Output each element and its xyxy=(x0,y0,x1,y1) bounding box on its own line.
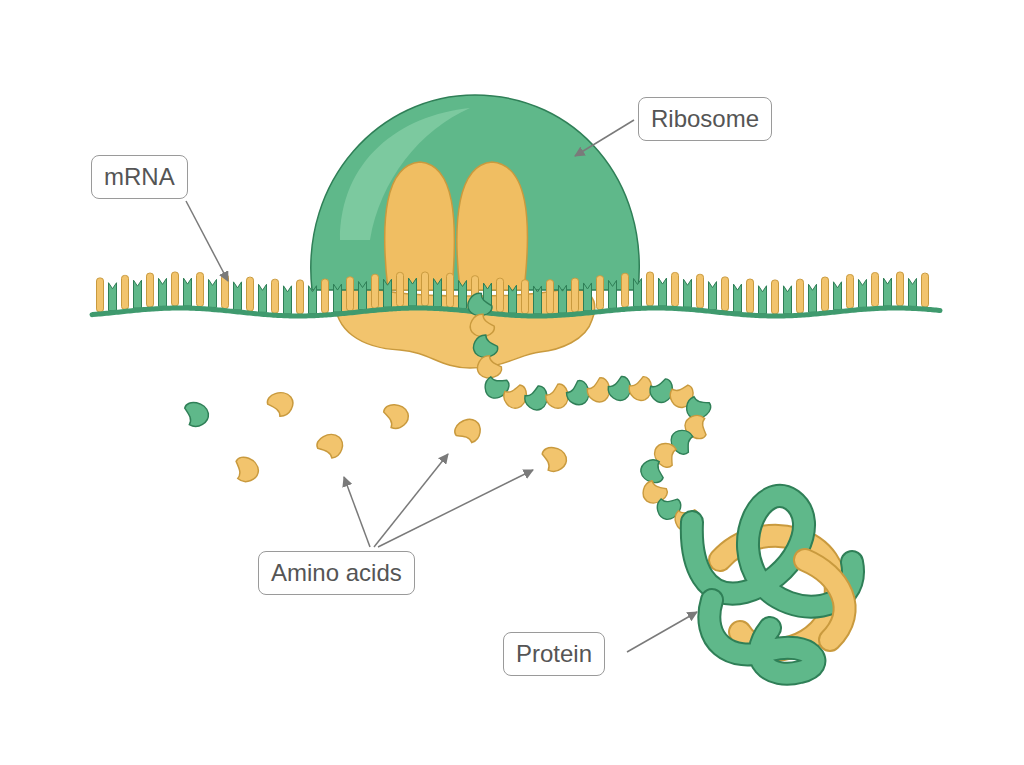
amino-acid-bead xyxy=(608,376,631,401)
label-text: Ribosome xyxy=(651,105,759,133)
mrna-base xyxy=(709,282,717,310)
mrna-base xyxy=(684,279,692,307)
mrna-base xyxy=(647,272,654,306)
mrna-base xyxy=(584,283,592,311)
mrna-base xyxy=(922,273,929,307)
mrna-base xyxy=(747,279,754,313)
mrna-base xyxy=(234,282,242,310)
mrna-base xyxy=(159,278,167,306)
mrna-base xyxy=(247,277,254,311)
amino-acid-bead xyxy=(648,377,674,404)
mrna-base xyxy=(409,278,417,306)
label-text: mRNA xyxy=(104,163,175,191)
amino-acid-bead xyxy=(472,333,499,359)
amino-acid-bead xyxy=(525,386,548,410)
label-box: Amino acids xyxy=(258,551,415,595)
amino-acid-bead xyxy=(469,313,496,338)
mrna-base xyxy=(509,285,517,313)
mrna-strand xyxy=(92,308,940,316)
mrna-base xyxy=(572,278,579,312)
mrna-base xyxy=(884,278,892,306)
label-text: Amino acids xyxy=(271,559,402,587)
mrna-base xyxy=(734,284,742,312)
mrna-base xyxy=(672,272,679,306)
mrna-base xyxy=(772,280,779,314)
mrna-base xyxy=(759,286,767,314)
mrna-base xyxy=(422,272,429,306)
amino-acid-bead xyxy=(586,377,611,403)
mrna-base xyxy=(847,275,854,309)
amino-acid-bead xyxy=(467,292,493,316)
mrna-base xyxy=(522,280,529,314)
mrna-base xyxy=(109,283,117,311)
ribosome-large-subunit xyxy=(311,95,639,290)
mrna-base xyxy=(334,284,342,312)
mrna-base xyxy=(609,280,617,308)
label-box: mRNA xyxy=(91,155,188,199)
mrna-base xyxy=(347,277,354,311)
mrna-base xyxy=(272,279,279,313)
amino-acid-bead xyxy=(544,383,569,409)
label-box: Protein xyxy=(503,632,605,676)
mrna-base xyxy=(897,272,904,306)
mrna-base xyxy=(97,278,104,312)
mrna-base xyxy=(297,280,304,314)
amino-acid-bead xyxy=(629,376,652,401)
amino-acid-bead xyxy=(475,354,503,380)
mrna-base xyxy=(797,279,804,313)
label-text: Protein xyxy=(516,640,592,668)
leader-lines xyxy=(186,120,697,652)
mrna-base xyxy=(834,282,842,310)
mrna-base xyxy=(497,278,504,312)
mrna-base xyxy=(659,278,667,306)
mrna-base xyxy=(547,280,554,314)
mrna-base xyxy=(172,272,179,306)
mrna-base xyxy=(809,284,817,312)
mrna-base xyxy=(622,273,629,307)
mrna-base xyxy=(872,273,879,307)
ribosome-site xyxy=(385,162,455,290)
folded-protein xyxy=(692,496,853,674)
mrna-base xyxy=(209,279,217,307)
mrna-base xyxy=(322,279,329,313)
mrna-base xyxy=(309,286,317,314)
amino-acid-bead xyxy=(638,456,668,485)
ribosome-site xyxy=(457,162,528,290)
mrna-base xyxy=(909,278,917,306)
mrna-base xyxy=(284,286,292,314)
polypeptide-chain xyxy=(467,292,714,534)
mrna-base xyxy=(859,279,867,307)
mrna-base xyxy=(447,273,454,307)
mrna-base xyxy=(359,282,367,310)
mrna-base xyxy=(534,286,542,314)
mrna-base xyxy=(259,284,267,312)
mrna-base xyxy=(122,275,129,309)
mrna-base xyxy=(434,279,442,307)
mrna-base xyxy=(597,276,604,310)
mrna-base xyxy=(697,274,704,308)
mrna-base xyxy=(147,273,154,307)
mrna-base xyxy=(184,278,192,306)
polypeptide-path xyxy=(480,300,701,522)
mrna-base xyxy=(459,280,467,308)
mrna-base xyxy=(722,277,729,311)
mrna-base xyxy=(384,279,392,307)
mrna-base xyxy=(822,277,829,311)
mrna-bases xyxy=(97,272,929,314)
mrna-base xyxy=(197,273,204,307)
mrna-base xyxy=(397,272,404,306)
mrna-base xyxy=(784,286,792,314)
mrna-base xyxy=(559,285,567,313)
mrna-base xyxy=(134,280,142,308)
label-box: Ribosome xyxy=(638,97,772,141)
mrna-base xyxy=(372,274,379,308)
mrna-base xyxy=(634,278,642,306)
